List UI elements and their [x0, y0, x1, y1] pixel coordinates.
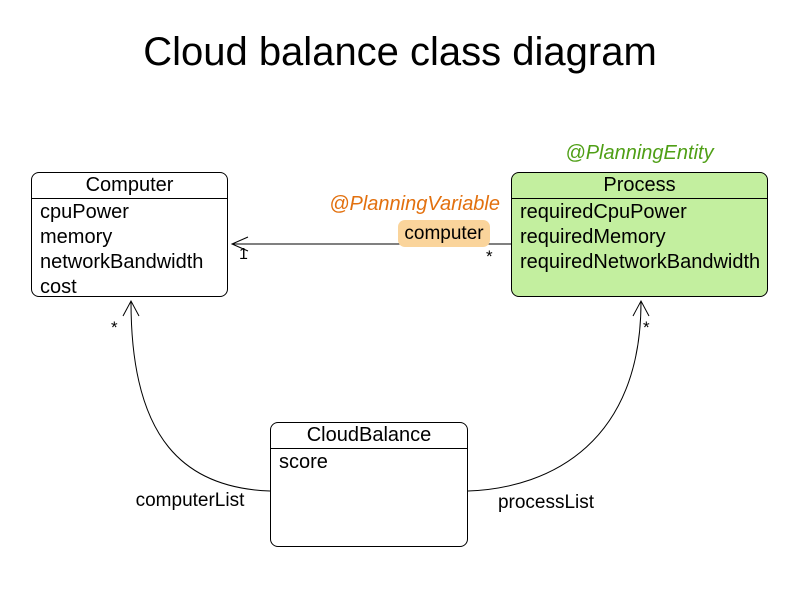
- field-required-cpu-power: requiredCpuPower: [520, 201, 687, 223]
- class-name-computer: Computer: [32, 173, 227, 199]
- class-box-cloudbalance: CloudBalance score: [270, 422, 468, 547]
- field-required-network-bandwidth: requiredNetworkBandwidth: [520, 251, 761, 273]
- planning-variable-annotation: @PlanningVariable: [329, 193, 500, 215]
- process-list-arrowhead: [632, 299, 650, 317]
- computer-list-arrowhead: [122, 299, 140, 317]
- class-name-process: Process: [512, 173, 767, 199]
- multiplicity-computer-one: 1: [239, 246, 248, 263]
- class-fields-process: requiredCpuPower requiredMemory required…: [512, 199, 767, 275]
- field-memory: memory: [40, 226, 113, 248]
- multiplicity-process-many: *: [486, 247, 493, 266]
- field-score: score: [279, 451, 328, 473]
- planning-entity-annotation: @PlanningEntity: [565, 142, 714, 164]
- multiplicity-computerlist-many: *: [111, 318, 118, 337]
- multiplicity-processlist-many: *: [643, 318, 650, 337]
- computer-variable-arrowhead: [230, 236, 249, 252]
- field-network-bandwidth: networkBandwidth: [40, 251, 204, 273]
- field-required-memory: requiredMemory: [520, 226, 666, 248]
- class-fields-computer: cpuPower memory networkBandwidth cost: [32, 199, 227, 300]
- class-name-cloudbalance: CloudBalance: [271, 423, 467, 449]
- field-cpu-power: cpuPower: [40, 201, 129, 223]
- computer-variable-label: computer: [398, 220, 490, 247]
- class-box-process: Process requiredCpuPower requiredMemory …: [511, 172, 768, 297]
- field-cost: cost: [40, 276, 77, 298]
- class-box-computer: Computer cpuPower memory networkBandwidt…: [31, 172, 228, 300]
- process-list-label: processList: [497, 492, 595, 513]
- computer-list-curve: [130, 301, 271, 492]
- process-list-curve: [467, 301, 642, 492]
- class-fields-cloudbalance: score: [271, 449, 467, 475]
- diagram-title: Cloud balance class diagram: [143, 30, 657, 74]
- computer-list-label: computerList: [135, 490, 245, 511]
